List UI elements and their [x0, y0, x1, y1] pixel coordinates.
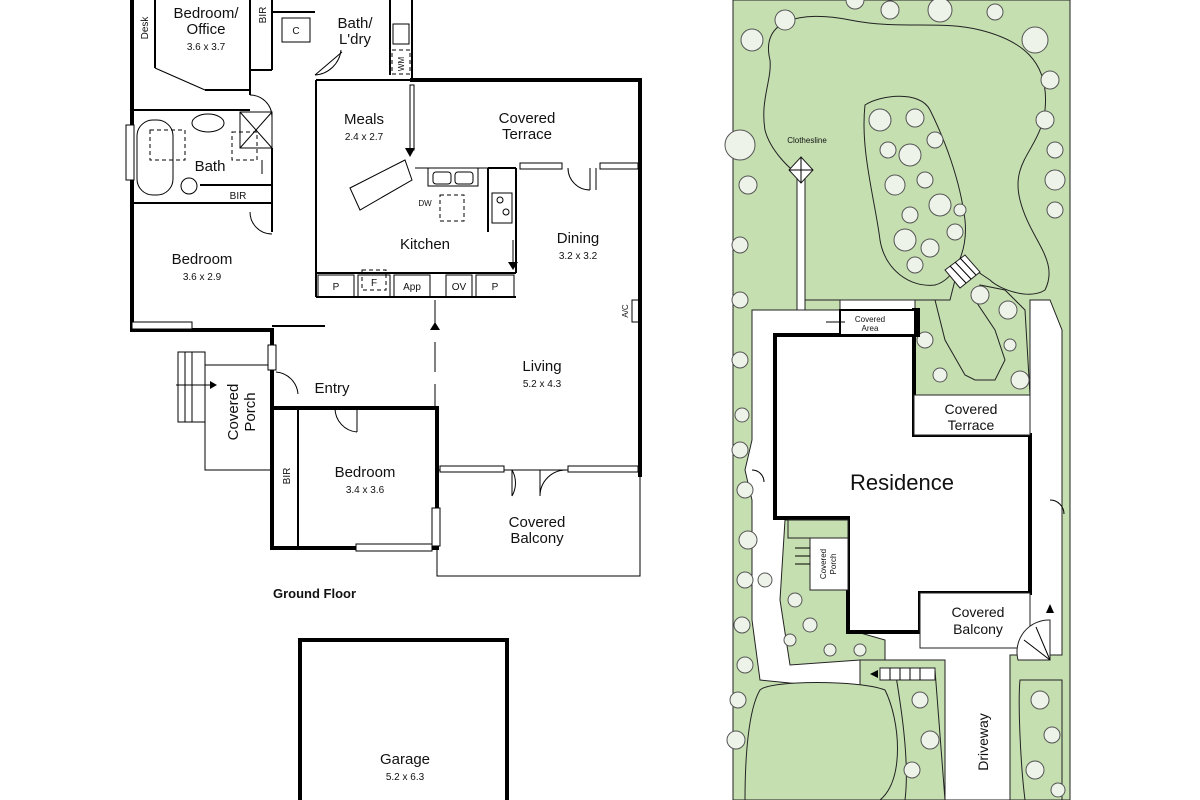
room-label-covered-terrace-1: Covered	[499, 110, 556, 127]
room-label-bedroom-office-2: Office	[187, 21, 226, 38]
room-label-bath-laundry-2: L'dry	[339, 31, 372, 48]
covered-area-label-1: Covered	[855, 315, 885, 324]
oven-label: OV	[452, 282, 467, 293]
room-dims-garage: 5.2 x 6.3	[386, 772, 425, 783]
room-label-covered-balcony-2: Balcony	[510, 530, 564, 547]
site-covered-balcony-label-1: Covered	[952, 604, 1005, 620]
room-dims-dining: 3.2 x 3.2	[559, 251, 598, 262]
floor-title: Ground Floor	[273, 586, 356, 601]
site-covered-balcony-label-2: Balcony	[953, 621, 1003, 637]
residence-label: Residence	[850, 470, 954, 495]
room-label-covered-porch-1: Covered	[225, 384, 242, 441]
site-covered-porch-label-2: Porch	[829, 554, 838, 575]
room-label-covered-terrace-2: Terrace	[502, 126, 552, 143]
driveway-label: Driveway	[975, 713, 991, 771]
site-covered-terrace-label-2: Terrace	[948, 417, 995, 433]
room-dims-living: 5.2 x 4.3	[523, 379, 562, 390]
room-label-entry: Entry	[314, 380, 350, 397]
garage-plan: Garage 5.2 x 6.3	[298, 638, 509, 800]
clothesline-label: Clothesline	[787, 136, 827, 145]
site-covered-porch-label-1: Covered	[819, 549, 828, 579]
room-label-living: Living	[522, 358, 561, 375]
room-label-meals: Meals	[344, 111, 384, 128]
cupboard-label: C	[292, 26, 299, 37]
ground-floor-plan: Bedroom/ Office 3.6 x 3.7 Desk BIR C Bat…	[125, 0, 642, 601]
dw-label: DW	[418, 199, 432, 208]
room-label-dining: Dining	[557, 230, 600, 247]
garden-steps	[944, 254, 981, 289]
covered-area-label-2: Area	[862, 324, 879, 333]
room-label-kitchen: Kitchen	[400, 236, 450, 253]
room-label-covered-balcony-1: Covered	[509, 514, 566, 531]
room-label-bedroom-mid: Bedroom	[172, 251, 233, 268]
room-label-bath: Bath	[195, 158, 226, 175]
bir-entry-label: BIR	[282, 468, 293, 485]
room-label-bedroom-office-1: Bedroom/	[173, 5, 239, 22]
room-label-bath-laundry-1: Bath/	[337, 15, 373, 32]
pantry-label-2: P	[492, 282, 499, 293]
site-plan: Clothesline Covered Area Covered Terrace…	[724, 0, 1071, 800]
room-label-covered-porch-2: Porch	[242, 392, 259, 431]
room-dims-bedroom-entry: 3.4 x 3.6	[346, 485, 385, 496]
fridge-label: F	[371, 278, 377, 289]
room-label-garage: Garage	[380, 751, 430, 768]
appliance-label: App	[403, 282, 421, 293]
wm-label: WM	[397, 57, 406, 72]
bir-bath-label: BIR	[230, 191, 247, 202]
desk-label: Desk	[140, 16, 151, 40]
room-dims-bedroom-mid: 3.6 x 2.9	[183, 272, 222, 283]
pantry-label-1: P	[333, 282, 340, 293]
room-dims-meals: 2.4 x 2.7	[345, 132, 384, 143]
tree-markers	[724, 0, 1066, 798]
bir-top-label: BIR	[258, 7, 269, 24]
room-dims-bedroom-office: 3.6 x 3.7	[187, 42, 226, 53]
ac-label: A/C	[621, 304, 630, 318]
room-label-bedroom-entry: Bedroom	[335, 464, 396, 481]
site-covered-terrace-label-1: Covered	[945, 401, 998, 417]
